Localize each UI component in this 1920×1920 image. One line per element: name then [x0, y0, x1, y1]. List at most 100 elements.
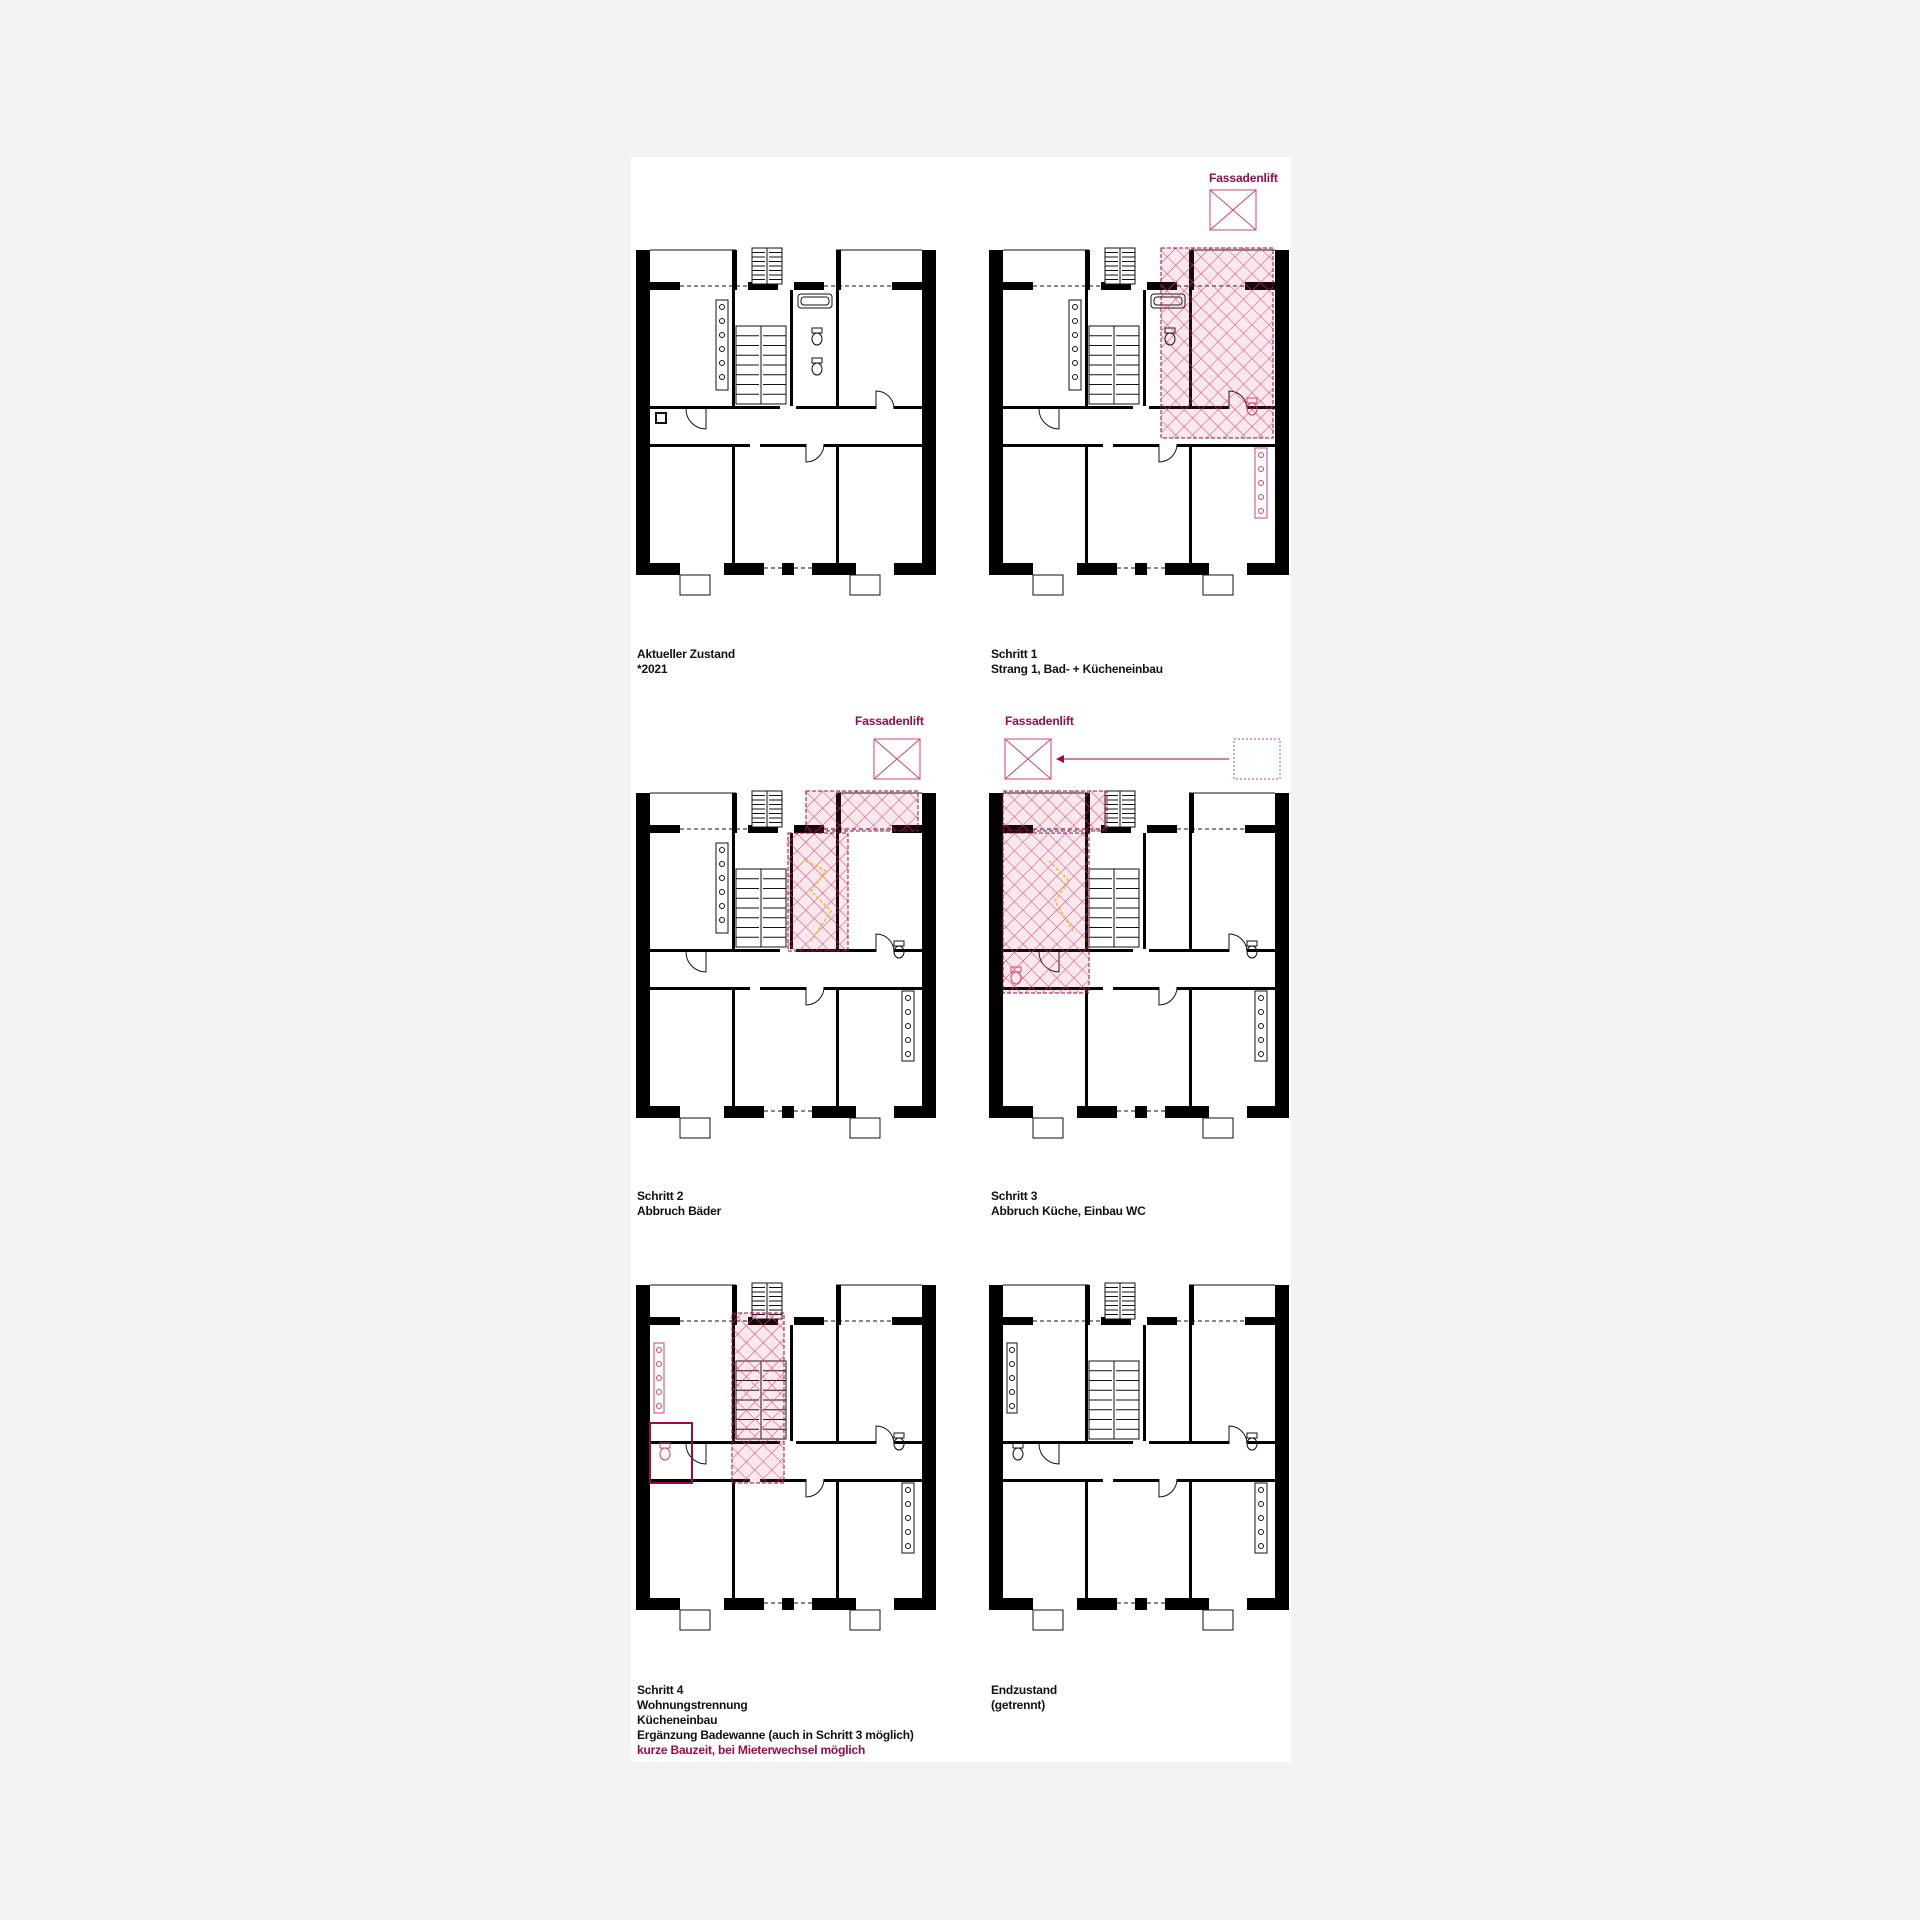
wall	[650, 987, 750, 990]
caption-line: (getrennt)	[991, 1698, 1045, 1712]
wall	[636, 250, 650, 575]
burner	[656, 1347, 662, 1353]
door-swing	[1038, 1443, 1060, 1465]
wall	[760, 987, 922, 990]
burner	[1258, 1487, 1264, 1493]
wall	[796, 406, 922, 409]
wc-bowl	[1010, 971, 1022, 985]
burner	[905, 1487, 911, 1493]
wall	[1147, 1317, 1177, 1325]
wall	[922, 250, 936, 575]
burner	[719, 318, 725, 324]
wall	[732, 833, 735, 949]
burner	[719, 360, 725, 366]
wc-bowl	[1246, 945, 1258, 959]
bay-window	[1032, 1117, 1064, 1139]
wall	[650, 949, 780, 952]
burner	[1009, 1375, 1015, 1381]
wall	[650, 282, 680, 290]
wall	[636, 793, 650, 1118]
wall	[748, 282, 778, 290]
wc-tank	[893, 1432, 905, 1439]
wall	[1085, 1479, 1088, 1599]
wall	[732, 290, 735, 406]
wall	[1003, 1598, 1033, 1610]
wall	[1275, 1285, 1289, 1610]
wall	[989, 250, 1003, 575]
wall	[1189, 444, 1192, 564]
burner	[719, 903, 725, 909]
wall	[790, 290, 793, 406]
wall	[650, 1317, 680, 1325]
burner	[1258, 1023, 1264, 1029]
burner	[1258, 1501, 1264, 1507]
caption-line: Endzustand	[991, 1683, 1057, 1697]
wall	[836, 1325, 839, 1441]
wall	[760, 444, 922, 447]
wall	[650, 1479, 750, 1482]
wall	[1165, 563, 1209, 575]
demolition-line	[1048, 860, 1074, 932]
wall	[1143, 833, 1146, 949]
kitchen-counter	[901, 1482, 915, 1554]
wall	[836, 444, 839, 564]
wc-bowl	[893, 945, 905, 959]
hatch-zone	[805, 790, 919, 832]
wall	[812, 563, 856, 575]
bay-window	[849, 1117, 881, 1139]
wall	[894, 1598, 922, 1610]
caption-line: Kücheneinbau	[637, 1713, 718, 1727]
door-swing	[685, 951, 707, 973]
wall	[836, 1285, 841, 1325]
wall	[1245, 825, 1275, 833]
wall	[1113, 1479, 1275, 1482]
bay-window	[679, 1609, 711, 1631]
burner	[656, 1389, 662, 1395]
burner	[656, 1361, 662, 1367]
wall	[1189, 1479, 1192, 1599]
wall	[732, 793, 737, 833]
bay-window	[1202, 1117, 1234, 1139]
wall	[794, 282, 824, 290]
caption-line: *2021	[637, 662, 668, 676]
caption-line: Schritt 4	[637, 1683, 684, 1697]
kitchen-counter	[715, 299, 729, 391]
wall	[1135, 1598, 1147, 1610]
burner	[1258, 1515, 1264, 1521]
wc-tank	[893, 940, 905, 947]
door-swing	[875, 390, 895, 410]
bay-window	[1032, 1609, 1064, 1631]
wall	[989, 1285, 1003, 1610]
wall	[1165, 1106, 1209, 1118]
bay-window	[1202, 574, 1234, 596]
wall	[1003, 1317, 1033, 1325]
wall	[1085, 250, 1090, 290]
burner	[1258, 466, 1264, 472]
door-swing	[1038, 408, 1060, 430]
wc-bowl	[1246, 402, 1258, 416]
bay-window	[849, 1609, 881, 1631]
wall	[796, 1441, 922, 1444]
caption-schritt-2: Schritt 2 Abbruch Bäder	[637, 1189, 721, 1219]
burner	[1009, 1389, 1015, 1395]
burner	[1009, 1403, 1015, 1409]
wall	[1077, 563, 1117, 575]
burner	[1072, 360, 1078, 366]
wall	[922, 1285, 936, 1610]
door-swing	[805, 1478, 825, 1498]
burner	[1072, 318, 1078, 324]
wall	[1143, 1325, 1146, 1441]
floor-plan-schritt-4	[636, 1282, 936, 1631]
wall	[1003, 563, 1033, 575]
door-swing	[1228, 1425, 1248, 1445]
wall	[1113, 444, 1275, 447]
burner	[1258, 1543, 1264, 1549]
burner	[1258, 1529, 1264, 1535]
burner	[905, 1037, 911, 1043]
lift-label-schritt-3: Fassadenlift	[1005, 714, 1074, 728]
lift-label-schritt-1: Fassadenlift	[1209, 171, 1278, 185]
bay-window	[1032, 574, 1064, 596]
wall	[1085, 1285, 1090, 1325]
caption-line: Schritt 1	[991, 647, 1038, 661]
kitchen-counter	[653, 1342, 665, 1414]
